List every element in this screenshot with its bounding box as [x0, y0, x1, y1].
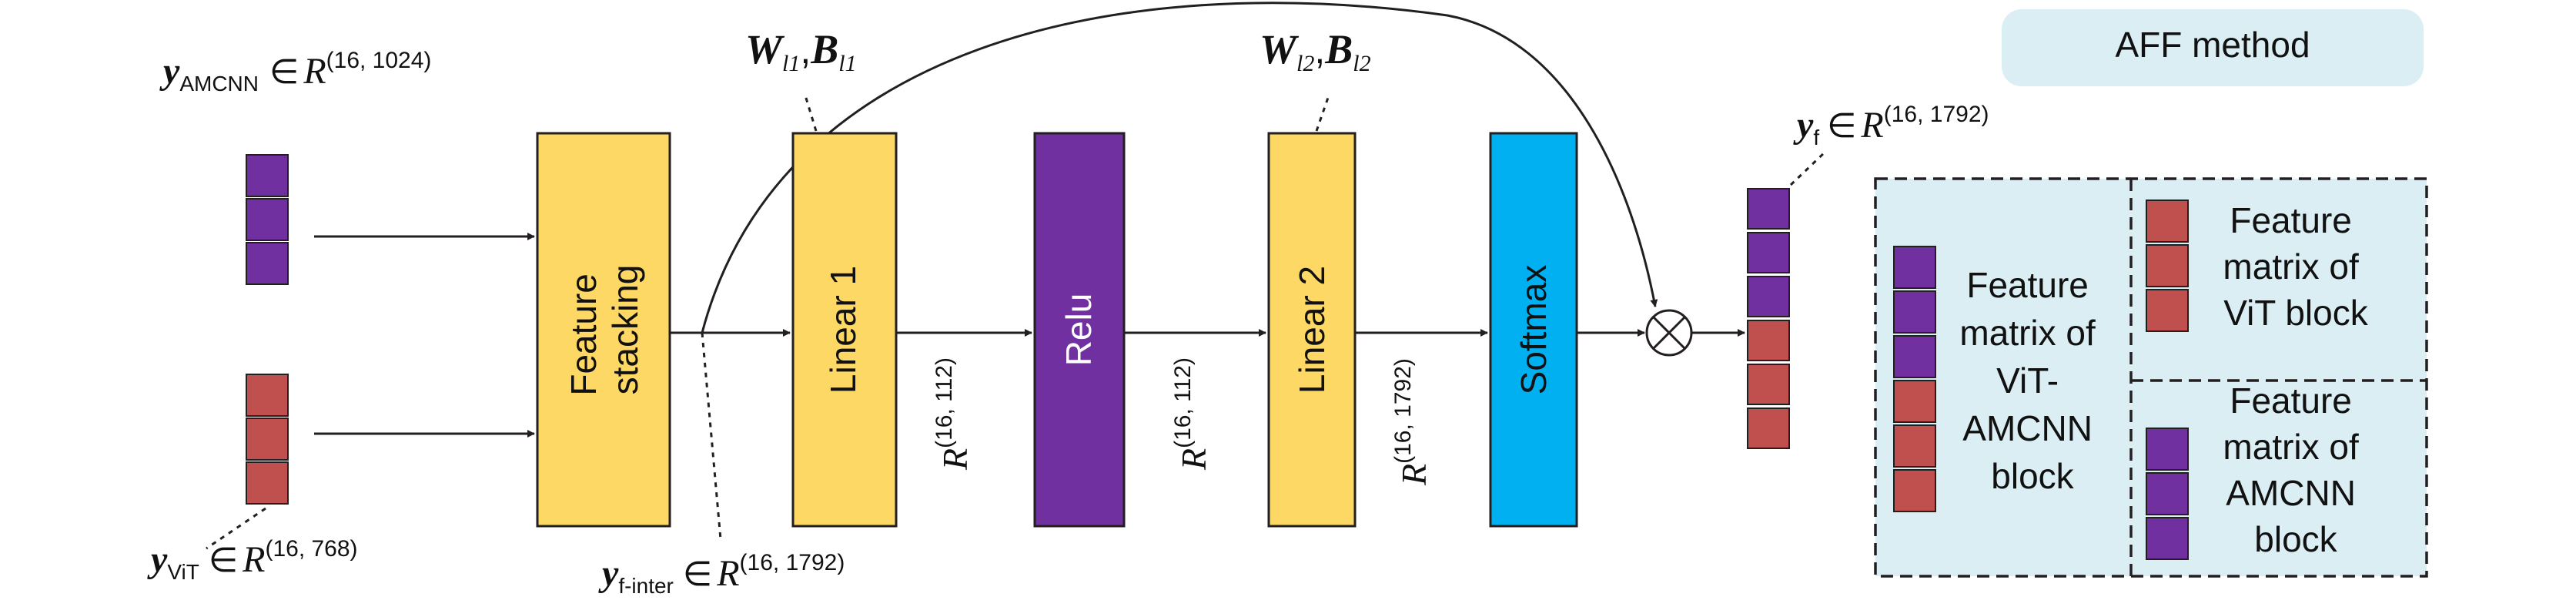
inter-label: yf-inter∈R(16, 1792): [598, 550, 845, 598]
output-feature-stack: [1747, 188, 1790, 449]
legend-title-box: AFF method: [2002, 9, 2424, 86]
vit-feature-cell: [246, 374, 289, 417]
inter-label-leader: [701, 332, 722, 540]
relu-label: Relu: [1059, 293, 1099, 367]
svg-text:Wl1,Bl1: Wl1,Bl1: [745, 26, 857, 76]
svg-text:yAMCNN∈R(16, 1024): yAMCNN∈R(16, 1024): [159, 48, 431, 96]
vit-input-label: yViT∈R(16, 768): [147, 536, 358, 584]
legend-vit-label: Feature matrix of ViT block: [2223, 200, 2368, 333]
output-label-leader: [1789, 149, 1828, 186]
legend-combined-label: Feature matrix of ViT- AMCNN block: [1959, 265, 2105, 496]
feature-stacking-label: Feature stacking: [564, 263, 645, 395]
output-label: yf∈R(16, 1792): [1793, 102, 1989, 149]
output-feature-cell: [1747, 407, 1790, 449]
legend-combined-swatch: [1893, 246, 1936, 512]
vit-feature-stack: [246, 374, 289, 505]
linear1-block: [791, 132, 898, 528]
legend-vit-swatch: [2146, 200, 2189, 332]
linear2-label: Linear 2: [1292, 266, 1332, 394]
amcnn-feature-cell: [246, 242, 289, 285]
output-feature-cell: [1747, 276, 1790, 317]
softmax-block: [1489, 132, 1578, 528]
amcnn-feature-stack: [246, 154, 289, 285]
linear2-block: [1267, 132, 1357, 528]
multiply-operator: [1645, 309, 1693, 357]
relu-block: [1033, 132, 1126, 528]
legend-amcnn-swatch: [2146, 428, 2189, 560]
legend-amcnn-label: Feature matrix of AMCNN block: [2223, 381, 2368, 559]
svg-text:yf-inter∈R(16, 1792): yf-inter∈R(16, 1792): [598, 550, 845, 598]
linear1-params: Wl1,Bl1: [745, 26, 857, 76]
amcnn-feature-cell: [246, 154, 289, 197]
output-feature-cell: [1747, 364, 1790, 405]
output-feature-cell: [1747, 232, 1790, 273]
vit-feature-cell: [246, 418, 289, 461]
linear1-label: Linear 1: [823, 266, 863, 394]
feature-stacking-block: [536, 132, 671, 528]
svg-text:yViT∈R(16, 768): yViT∈R(16, 768): [147, 536, 358, 584]
linear2-params: Wl2,Bl2: [1260, 26, 1371, 76]
softmax-label: Softmax: [1514, 265, 1554, 395]
output-feature-cell: [1747, 320, 1790, 361]
dim-after-relu: R(16, 112): [1170, 357, 1213, 471]
svg-text:Wl2,Bl2: Wl2,Bl2: [1260, 26, 1371, 76]
dim-after-linear1: R(16, 112): [932, 357, 975, 471]
linear2-param-leader: [1315, 95, 1330, 132]
linear1-param-leader: [804, 95, 818, 132]
dim-after-linear2: R(16, 1792): [1390, 358, 1434, 486]
vit-feature-cell: [246, 461, 289, 505]
svg-text:yf∈R(16, 1792): yf∈R(16, 1792): [1793, 102, 1989, 149]
vit-label-leader: [206, 507, 266, 550]
amcnn-input-label: yAMCNN∈R(16, 1024): [159, 48, 431, 96]
amcnn-feature-cell: [246, 198, 289, 241]
output-feature-cell: [1747, 188, 1790, 230]
legend-title: AFF method: [2115, 25, 2310, 65]
